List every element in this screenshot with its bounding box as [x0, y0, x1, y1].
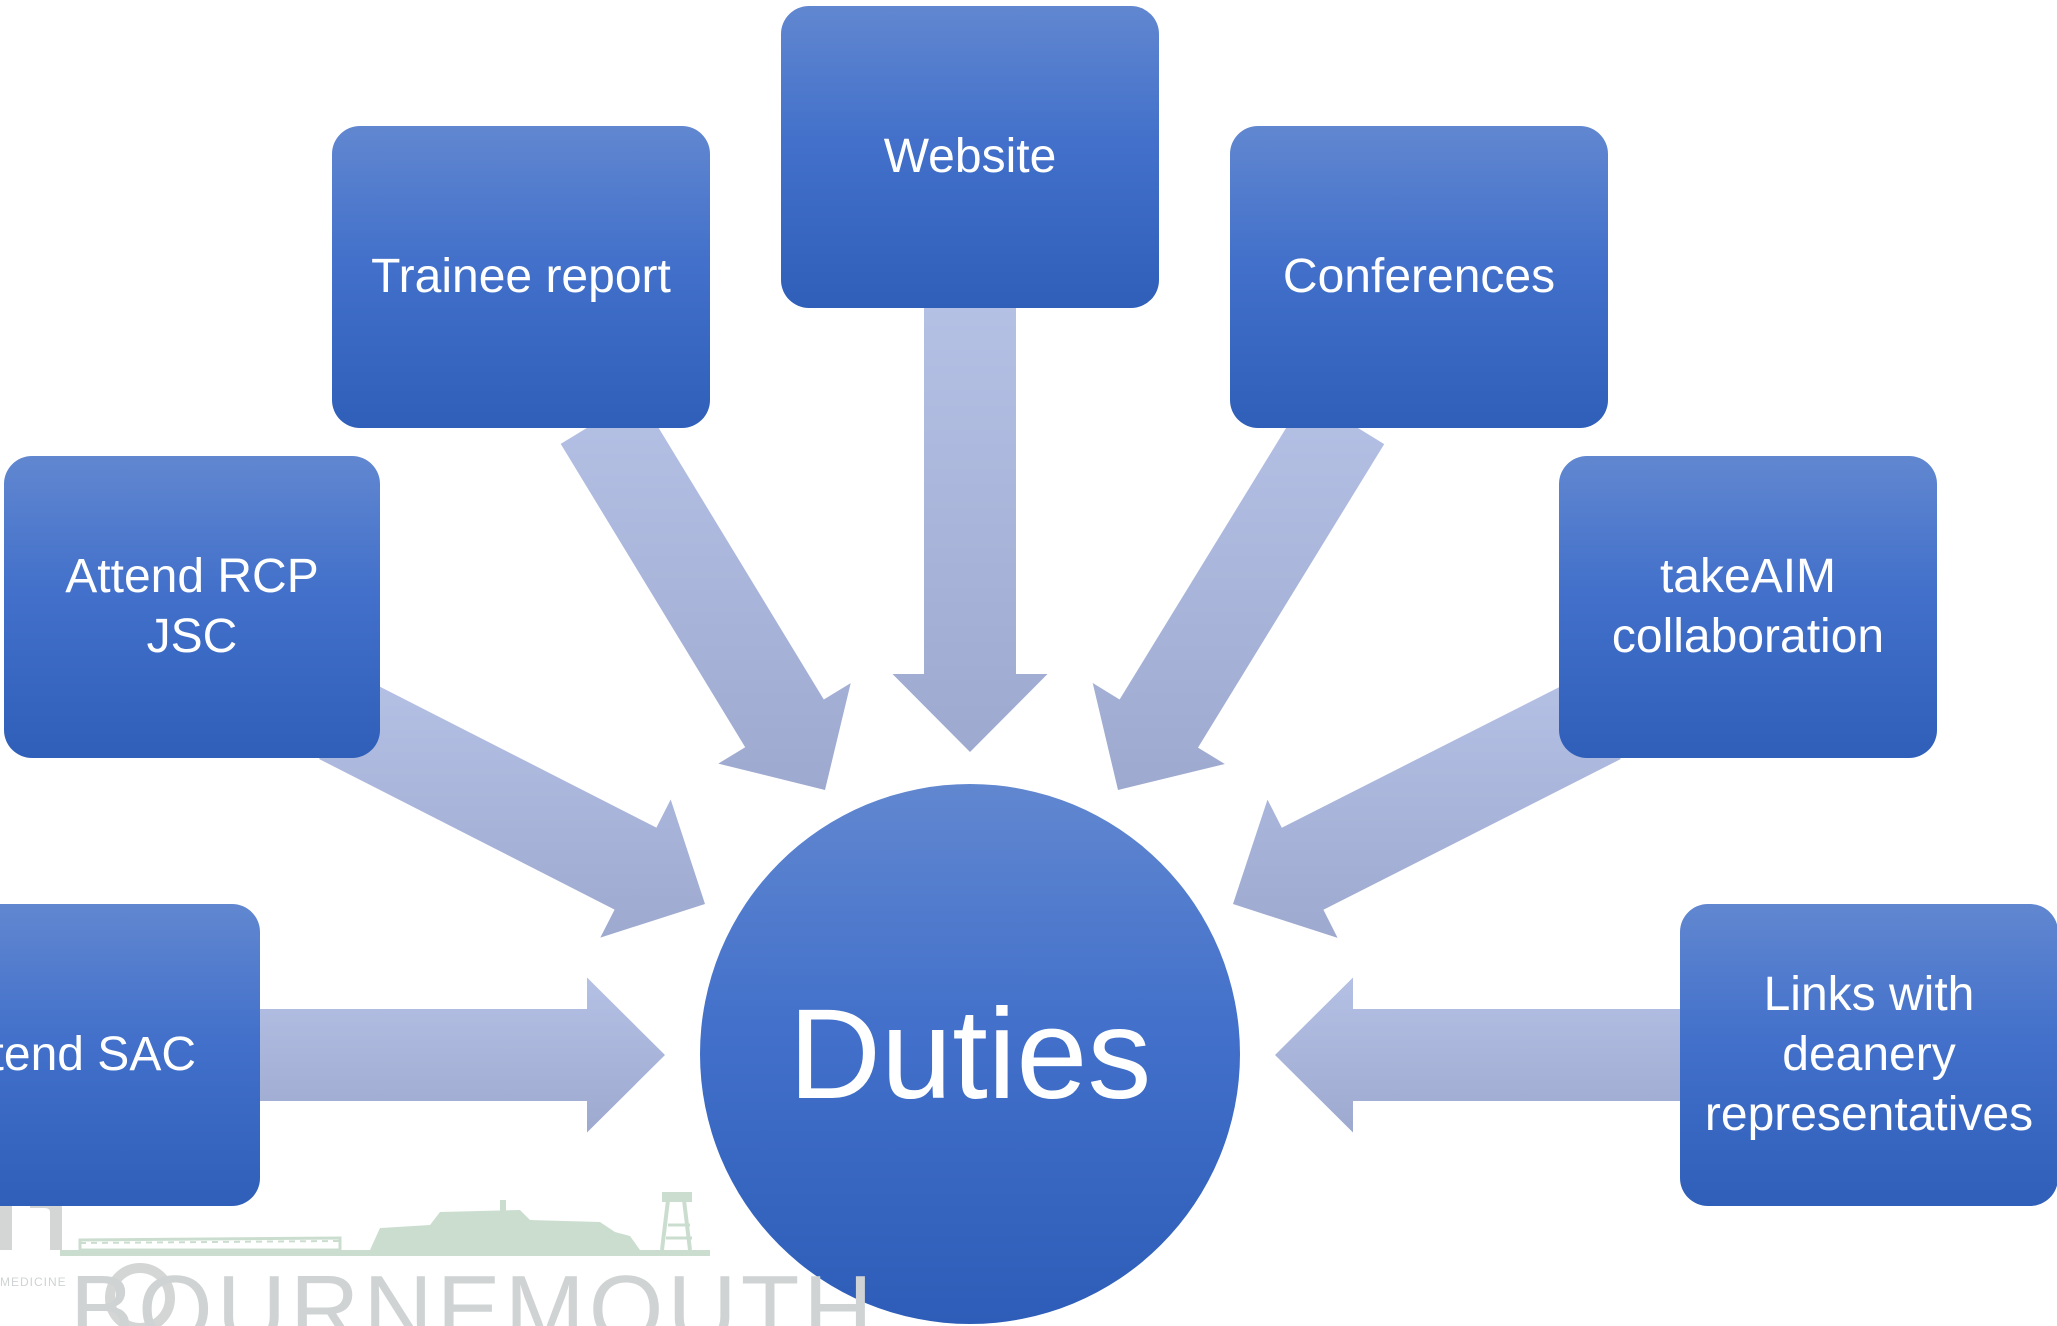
node-takeaim-collaboration: takeAIM collaboration	[1559, 456, 1937, 758]
node-website: Website	[781, 6, 1159, 308]
node-label: Website	[883, 130, 1057, 183]
node-conferences: Conferences	[1230, 126, 1608, 428]
arrow-from-takeaim-collaboration	[1233, 677, 1621, 938]
node-label: Attend SAC	[0, 1028, 196, 1081]
center-node-duties: Duties	[700, 784, 1240, 1324]
node-trainee-report: Trainee report	[332, 126, 710, 428]
node-label: takeAIM collaboration	[1611, 550, 1885, 663]
arrow-from-links-deanery	[1275, 977, 1688, 1133]
node-label: Attend RCP JSC	[65, 550, 319, 663]
node-label: Conferences	[1282, 250, 1556, 303]
bournemouth-logo	[0, 1192, 710, 1326]
arrow-from-attend-rcp-jsc	[319, 677, 705, 938]
arrow-from-attend-sac	[255, 977, 665, 1133]
node-label: Links with deanery representatives	[1704, 968, 2034, 1141]
arrow-group	[255, 300, 1688, 1133]
center-label: Duties	[788, 982, 1152, 1126]
node-label: Trainee report	[371, 250, 671, 303]
logo-small-text: MEDICINE	[0, 1275, 67, 1289]
node-attend-sac: Attend SAC	[0, 904, 260, 1206]
arrow-from-trainee-report	[560, 396, 851, 790]
node-attend-rcp-jsc: Attend RCP JSC	[4, 456, 380, 758]
arrow-from-website	[892, 300, 1048, 752]
logo-wordmark: BOURNEMOUTH	[70, 1256, 877, 1326]
node-links-deanery: Links with deanery representatives	[1680, 904, 2057, 1206]
arrow-from-conferences	[1092, 395, 1385, 790]
